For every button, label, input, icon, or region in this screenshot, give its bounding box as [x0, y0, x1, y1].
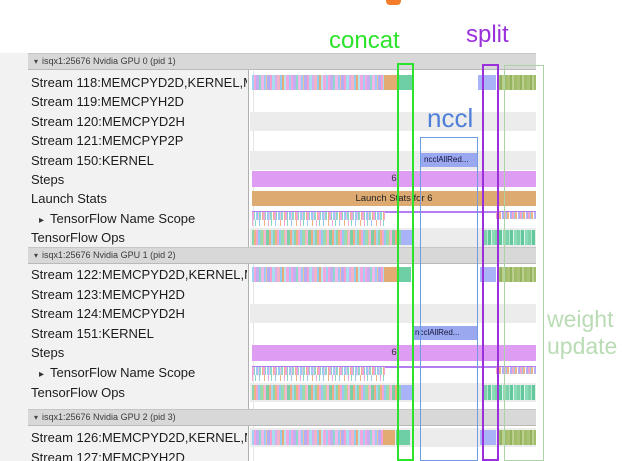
name-scope-ticks[interactable]	[496, 367, 536, 374]
trace-segment-split[interactable]	[480, 430, 496, 445]
trace-segment[interactable]	[384, 267, 397, 282]
trace-segment-concat[interactable]	[396, 430, 410, 445]
process-header-gpu1[interactable]: ▾isqx1:25676 Nvidia GPU 1 (pid 2)	[28, 247, 536, 264]
track-row-stripe	[250, 304, 536, 323]
trace-segment-dense[interactable]	[252, 430, 383, 445]
track-row-stripe	[250, 112, 536, 131]
tf-ops-segment[interactable]	[252, 385, 401, 400]
split-annotation-box	[482, 64, 499, 461]
row-label-text: TensorFlow Name Scope	[50, 365, 196, 380]
trace-segment-dense[interactable]	[252, 267, 384, 282]
collapse-triangle-icon[interactable]: ▾	[34, 413, 39, 422]
row-label-stream122[interactable]: Stream 122:MEMCPYD2D,KERNEL,MI	[31, 267, 247, 282]
row-label-tf-name-scope[interactable]: ▸ TensorFlow Name Scope	[39, 363, 255, 382]
tf-ops-segment[interactable]	[401, 230, 413, 245]
tf-ops-segment[interactable]	[252, 230, 401, 245]
launch-stats-bar[interactable]: Launch Stats for 6	[252, 191, 536, 206]
clipped-orange-annotation	[386, 0, 401, 5]
split-annotation-label: split	[466, 21, 509, 48]
row-label-stream151[interactable]: Stream 151:KERNEL	[31, 326, 154, 341]
name-scope-ticks[interactable]	[252, 367, 385, 375]
trace-segment[interactable]	[383, 430, 395, 445]
expand-triangle-icon[interactable]: ▸	[39, 215, 45, 226]
trace-segment-concat[interactable]	[397, 75, 412, 90]
expand-triangle-icon[interactable]: ▸	[39, 369, 45, 380]
process-header-gpu0[interactable]: ▾isqx1:25676 Nvidia GPU 0 (pid 1)	[28, 53, 536, 70]
nccl-annotation-box	[420, 137, 478, 461]
concat-annotation-label: concat	[329, 27, 400, 54]
trace-segment-concat[interactable]	[397, 267, 411, 282]
trace-segment-weight-update[interactable]	[497, 267, 536, 282]
trace-segment[interactable]	[384, 75, 397, 90]
steps-bar[interactable]: 6	[252, 345, 536, 361]
row-label-tf-ops[interactable]: TensorFlow Ops	[31, 385, 125, 400]
collapse-triangle-icon[interactable]: ▾	[34, 251, 39, 260]
process-header-label: isqx1:25676 Nvidia GPU 2 (pid 3)	[42, 412, 176, 422]
row-label-steps[interactable]: Steps	[31, 172, 65, 187]
name-scope-fragments[interactable]	[252, 220, 385, 226]
name-scope-line[interactable]	[252, 211, 536, 213]
name-scope-fragments[interactable]	[252, 375, 385, 381]
row-label-stream124[interactable]: Stream 124:MEMCPYD2H	[31, 306, 185, 321]
row-label-stream119[interactable]: Stream 119:MEMCPYH2D	[31, 94, 184, 109]
concat-annotation-box	[397, 63, 414, 461]
chart-gridline	[253, 71, 254, 461]
nccl-allreduce-event[interactable]: ncclAllRed...	[421, 153, 478, 167]
row-label-stream123[interactable]: Stream 123:MEMCPYH2D	[31, 287, 185, 302]
trace-segment-weight-update[interactable]	[497, 75, 536, 90]
row-label-stream126[interactable]: Stream 126:MEMCPYD2D,KERNEL,MI	[31, 430, 247, 445]
row-label-tf-ops[interactable]: TensorFlow Ops	[31, 230, 125, 245]
row-label-launch-stats[interactable]: Launch Stats	[31, 191, 107, 206]
process-header-gpu2[interactable]: ▾isqx1:25676 Nvidia GPU 2 (pid 3)	[28, 409, 536, 426]
trace-segment-split[interactable]	[480, 267, 496, 282]
tf-ops-segment[interactable]	[401, 385, 413, 400]
row-label-stream121[interactable]: Stream 121:MEMCPYP2P	[31, 133, 184, 148]
name-scope-ticks[interactable]	[252, 212, 385, 220]
weight-update-line2: update	[547, 333, 618, 359]
weight-update-line1: weight	[547, 306, 614, 332]
row-label-text: TensorFlow Name Scope	[50, 211, 196, 226]
trace-segment-dense[interactable]	[252, 75, 384, 90]
row-label-stream150[interactable]: Stream 150:KERNEL	[31, 153, 154, 168]
steps-bar[interactable]: 6	[252, 171, 536, 187]
collapse-triangle-icon[interactable]: ▾	[34, 57, 39, 66]
nccl-annotation-label: nccl	[427, 103, 474, 133]
name-scope-ticks[interactable]	[496, 212, 536, 219]
trace-segment-weight-update[interactable]	[497, 430, 536, 445]
row-label-steps[interactable]: Steps	[31, 345, 65, 360]
process-header-label: isqx1:25676 Nvidia GPU 0 (pid 1)	[42, 56, 176, 66]
name-scope-line[interactable]	[252, 366, 536, 368]
nccl-allreduce-event[interactable]: ncclAllRed...	[412, 326, 478, 340]
weight-update-annotation-box	[504, 65, 544, 461]
row-label-stream120[interactable]: Stream 120:MEMCPYD2H	[31, 114, 185, 129]
process-header-label: isqx1:25676 Nvidia GPU 1 (pid 2)	[42, 250, 176, 260]
row-label-stream127[interactable]: Stream 127:MEMCPYH2D	[31, 450, 185, 461]
row-label-stream118[interactable]: Stream 118:MEMCPYD2D,KERNEL,ME	[31, 75, 247, 90]
row-label-tf-name-scope[interactable]: ▸ TensorFlow Name Scope	[39, 209, 255, 228]
